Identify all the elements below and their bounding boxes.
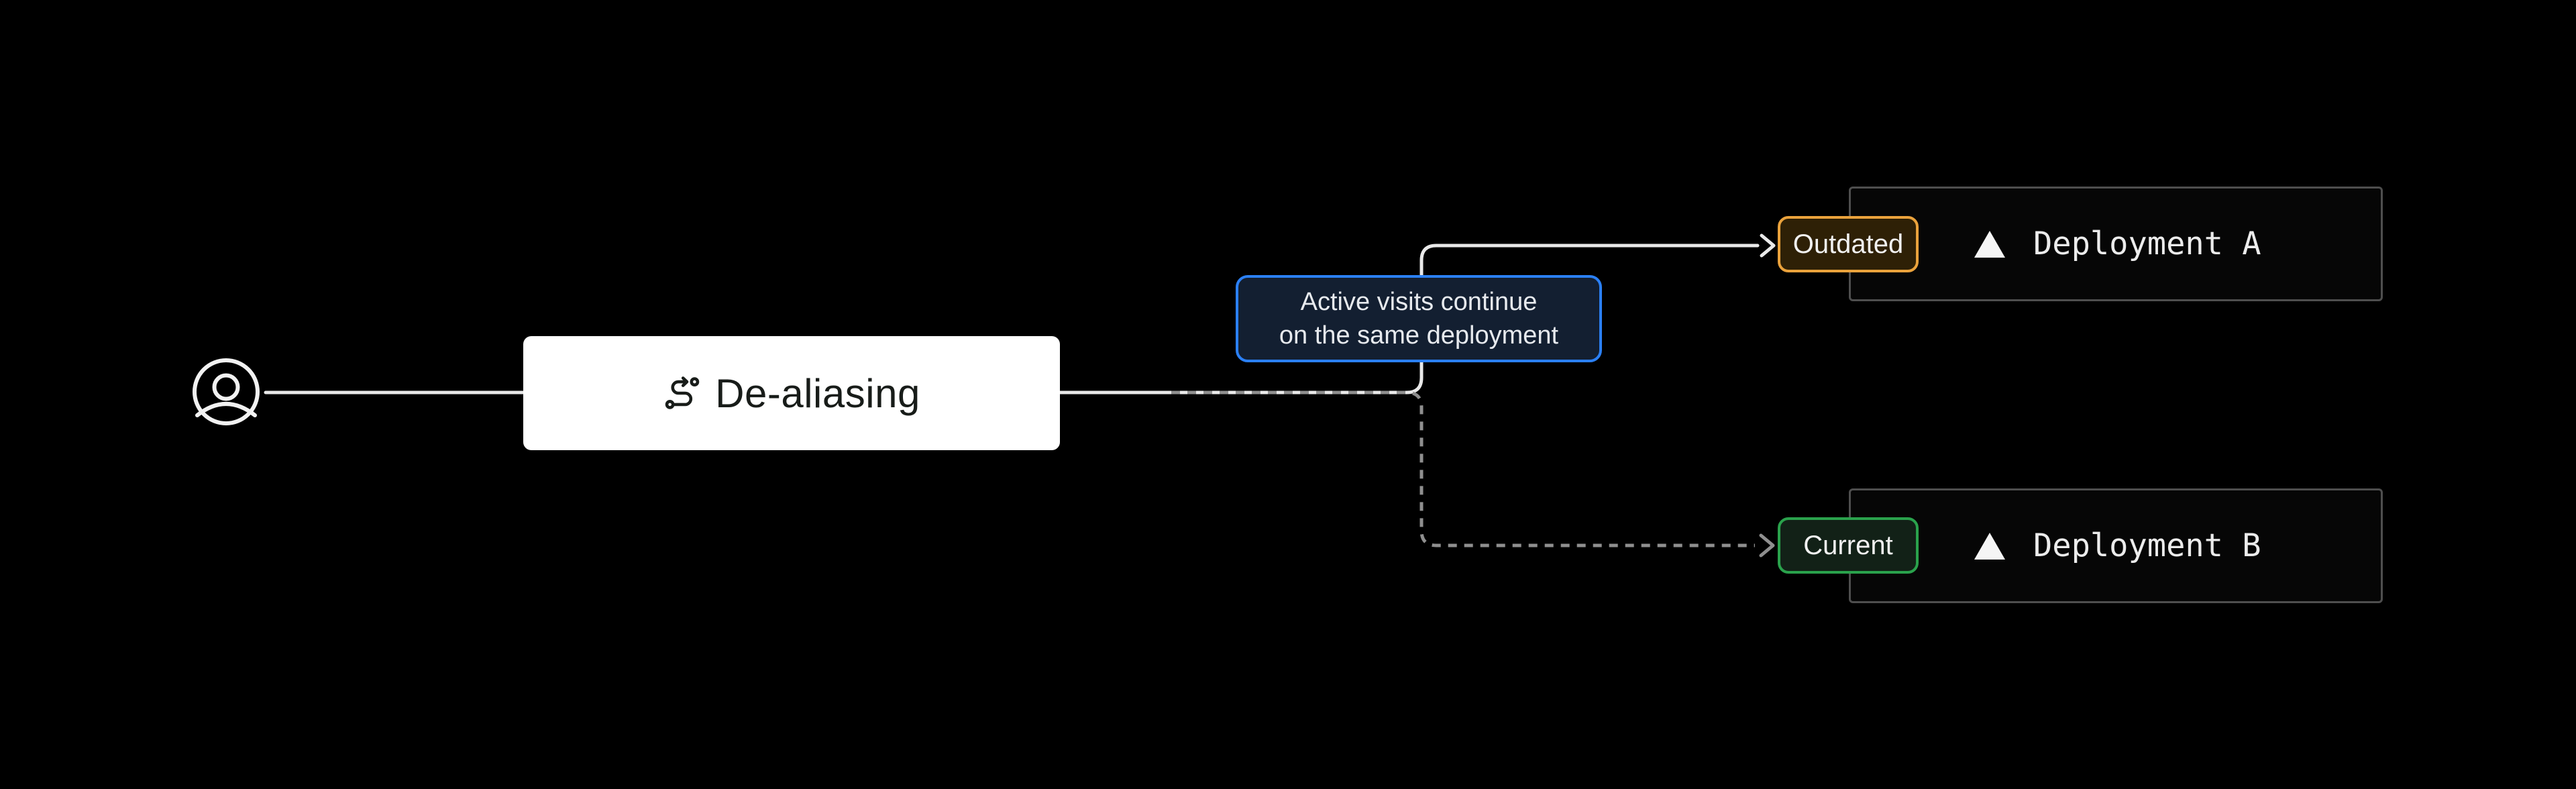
process-label: De-aliasing <box>715 370 920 416</box>
status-badge-current: Current <box>1778 517 1919 574</box>
dashed-arrowhead-icon <box>1759 533 1775 558</box>
status-badge-outdated: Outdated <box>1778 216 1919 272</box>
user-circle-icon <box>193 358 260 425</box>
vercel-triangle-icon <box>1974 532 2005 560</box>
tooltip-line-2: on the same deployment <box>1279 321 1559 350</box>
deployment-b-card: Deployment B <box>1849 488 2383 603</box>
tooltip-active-visits: Active visits continue on the same deplo… <box>1236 275 1602 362</box>
process-box-dealiasing: De-aliasing <box>523 336 1060 450</box>
deployment-a-card: Deployment A <box>1849 187 2383 301</box>
tooltip-line-1: Active visits continue <box>1300 288 1538 316</box>
dashed-connector-line <box>1171 390 1755 547</box>
vercel-triangle-icon <box>1974 230 2005 258</box>
deployment-b-name: Deployment B <box>2033 527 2261 564</box>
solid-arrowhead-icon <box>1760 233 1776 258</box>
deployment-a-name: Deployment A <box>2033 225 2261 262</box>
route-icon <box>665 376 700 409</box>
